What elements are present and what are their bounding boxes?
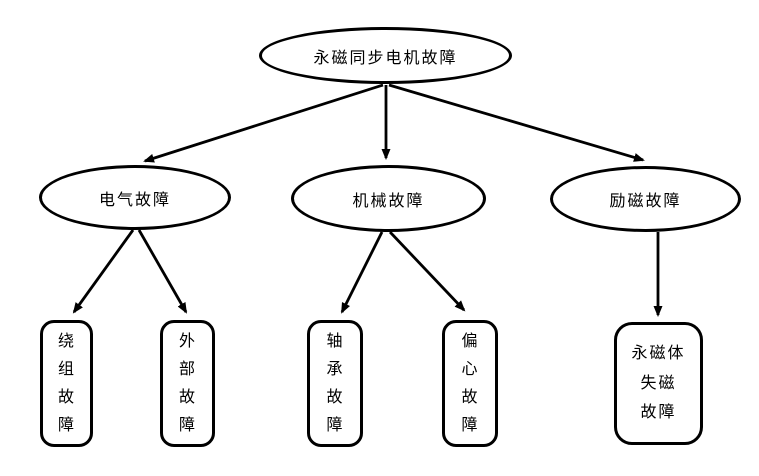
node-eccentricity-fault-label: 偏 心 故 障 [461, 332, 479, 434]
node-electrical-fault: 电气故障 [39, 165, 231, 230]
node-winding-fault: 绕 组 故 障 [40, 320, 93, 447]
edge-electrical-winding [72, 229, 135, 314]
node-demagnetization-fault-label: 永磁体 失磁 故障 [631, 345, 686, 422]
edge-mechanical-bearing [340, 231, 384, 314]
node-root-fault: 永磁同步电机故障 [259, 27, 512, 84]
node-bearing-fault-label: 轴 承 故 障 [326, 332, 344, 434]
edge-root-electrical [143, 83, 384, 163]
node-bearing-fault: 轴 承 故 障 [307, 320, 363, 447]
node-winding-fault-label: 绕 组 故 障 [57, 332, 75, 434]
node-demagnetization-fault: 永磁体 失磁 故障 [614, 322, 703, 445]
edge-electrical-external [137, 229, 188, 314]
node-eccentricity-fault: 偏 心 故 障 [442, 320, 498, 447]
node-external-fault: 外 部 故 障 [160, 320, 215, 447]
node-excitation-fault-label: 励磁故障 [609, 193, 682, 210]
node-electrical-fault-label: 电气故障 [98, 191, 171, 209]
node-external-fault-label: 外 部 故 障 [178, 332, 196, 434]
node-root-fault-label: 永磁同步电机故障 [313, 49, 458, 67]
node-mechanical-fault: 机械故障 [291, 165, 486, 232]
edge-mechanical-eccentricity [388, 231, 466, 312]
edge-root-excitation [388, 83, 645, 162]
node-excitation-fault: 励磁故障 [550, 166, 741, 232]
node-mechanical-fault-label: 机械故障 [352, 192, 425, 210]
